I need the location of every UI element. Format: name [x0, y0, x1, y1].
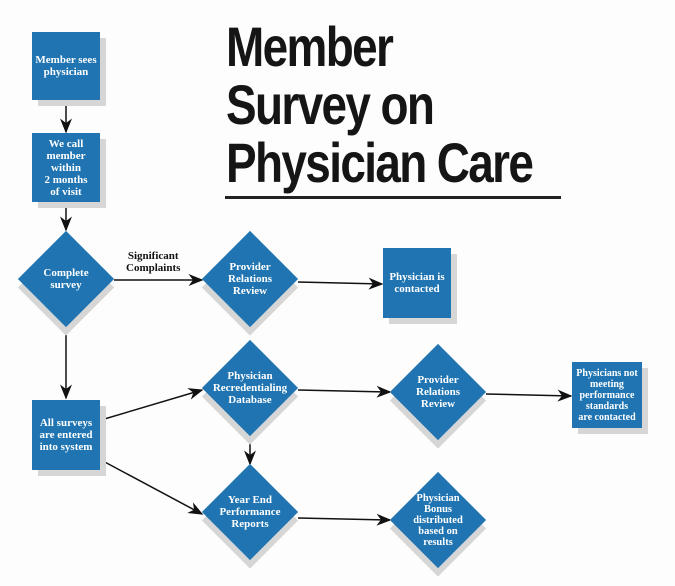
arrow-review-to-notmeeting: [485, 389, 573, 402]
title-underline: [225, 196, 561, 199]
arrow-review-to-contacted: [297, 277, 384, 290]
node-label: Physician Recredentialing Database: [212, 370, 288, 406]
node-member-sees-physician: Member sees physician: [32, 32, 100, 100]
node-provider-relations-review-2: Provider Relations Review: [390, 344, 486, 440]
arrow-entered-to-recred: [100, 388, 204, 421]
node-label: All surveys are entered into system: [39, 417, 93, 453]
node-recredentialing-database: Physician Recredentialing Database: [202, 340, 298, 436]
node-label: Provider Relations Review: [228, 261, 272, 297]
node-year-end-reports: Year End Performance Reports: [202, 464, 298, 560]
node-label: Year End Performance Reports: [219, 494, 281, 530]
node-physician-bonus: Physician Bonus distributed based on res…: [390, 472, 486, 568]
arrow-recred-to-review: [297, 385, 392, 398]
node-we-call-member: We call member within 2 months of visit: [32, 133, 100, 202]
arrow-entered-to-yearend: [100, 459, 204, 515]
node-label: Physician is contacted: [389, 271, 445, 295]
node-label: Physician Bonus distributed based on res…: [413, 492, 463, 548]
node-label: Physicians not meeting performance stand…: [576, 367, 638, 423]
node-complete-survey: Complete survey: [18, 231, 114, 327]
node-provider-relations-review-1: Provider Relations Review: [202, 231, 298, 327]
node-label: We call member within 2 months of visit: [44, 137, 88, 198]
node-label: Provider Relations Review: [416, 374, 460, 410]
node-label: Member sees physician: [35, 54, 97, 78]
edge-label-significant-complaints: Significant Complaints: [126, 250, 181, 274]
node-all-surveys-entered: All surveys are entered into system: [32, 400, 100, 470]
node-label: Complete survey: [43, 267, 89, 291]
page-title: Member Survey on Physician Care: [226, 15, 534, 194]
node-physicians-not-meeting: Physicians not meeting performance stand…: [572, 362, 642, 428]
arrow-yearend-to-bonus: [297, 513, 392, 526]
node-physician-contacted: Physician is contacted: [383, 248, 451, 318]
